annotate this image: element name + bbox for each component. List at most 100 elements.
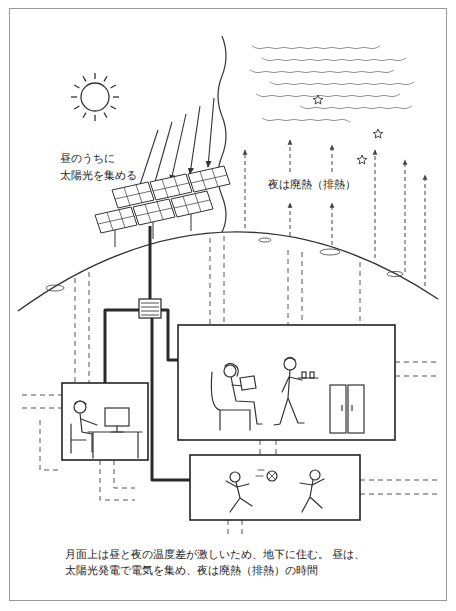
sun xyxy=(74,85,79,88)
heat-arrows xyxy=(245,150,246,228)
sun xyxy=(104,76,107,81)
star xyxy=(357,155,367,164)
sun xyxy=(71,73,119,121)
reading-woman xyxy=(225,364,238,377)
reading-woman xyxy=(211,364,262,431)
office-worker xyxy=(111,426,123,432)
tunnel xyxy=(242,520,243,536)
playing-children xyxy=(269,473,275,479)
playing-children xyxy=(226,470,324,512)
office-worker xyxy=(74,401,86,413)
junction-box xyxy=(141,303,159,315)
tunnel xyxy=(89,272,90,383)
solar-panel xyxy=(95,207,137,233)
star xyxy=(313,95,383,164)
playing-children xyxy=(230,472,240,482)
sunlight-arrows xyxy=(171,114,186,181)
night-sky xyxy=(300,106,412,109)
tunnel xyxy=(360,480,438,481)
walking-man xyxy=(274,358,318,426)
sun xyxy=(111,106,116,109)
sun xyxy=(83,113,86,118)
crater xyxy=(387,272,403,277)
tunnel xyxy=(228,520,229,536)
caption-slot: 月面上は昼と夜の温度差が激しいため、地下に住む。 昼は、太陽光発電で電気を集め、… xyxy=(65,546,380,579)
night-sky xyxy=(262,118,350,122)
junction-box xyxy=(139,299,161,318)
playing-children xyxy=(267,471,277,481)
walking-man xyxy=(284,358,296,370)
sunlight-arrows xyxy=(190,106,200,174)
tunnel xyxy=(114,460,135,488)
walking-man xyxy=(285,358,295,361)
room xyxy=(62,383,148,460)
night-sky xyxy=(250,46,414,122)
locker xyxy=(348,385,364,433)
day-night-divider xyxy=(218,36,226,232)
solar-panel xyxy=(188,166,230,192)
night-sky xyxy=(250,70,394,73)
playing-children xyxy=(300,479,324,485)
office-worker xyxy=(81,419,97,425)
night-sky xyxy=(252,46,380,49)
tunnel xyxy=(100,460,135,500)
solar-panel xyxy=(115,185,151,206)
page-frame xyxy=(10,9,447,601)
junction-box xyxy=(139,299,161,318)
sun xyxy=(71,73,119,121)
tunnel xyxy=(224,236,225,325)
caption: 月面上は昼と夜の温度差が激しいため、地下に住む。 昼は、太陽光発電で電気を集め、… xyxy=(65,546,380,579)
solar-panel xyxy=(153,177,189,198)
solar-panel xyxy=(133,199,175,225)
tunnel xyxy=(360,494,438,495)
heat-arrows xyxy=(290,140,291,172)
moon-surface xyxy=(18,232,438,311)
walking-man xyxy=(310,372,314,378)
tunnel xyxy=(22,408,62,409)
tunnel xyxy=(210,238,211,325)
star xyxy=(373,129,383,138)
tunnel xyxy=(276,440,277,455)
locker xyxy=(330,385,346,433)
crater xyxy=(320,249,340,255)
sun xyxy=(104,113,107,118)
reading-woman xyxy=(231,377,262,424)
sun xyxy=(111,85,116,88)
locker xyxy=(330,385,364,433)
tunnel xyxy=(302,252,303,325)
power-cable xyxy=(149,226,152,300)
solar-panel xyxy=(98,210,134,231)
office-worker xyxy=(105,408,129,426)
room xyxy=(178,325,395,440)
solar-panel xyxy=(136,202,172,223)
room xyxy=(190,455,360,520)
night-sky xyxy=(262,58,406,61)
walking-man xyxy=(282,377,302,392)
office-worker xyxy=(75,401,86,404)
power-cable xyxy=(160,310,178,360)
solar-panel xyxy=(95,207,137,233)
sun xyxy=(74,106,79,109)
walking-man xyxy=(302,372,306,378)
playing-children xyxy=(310,470,320,480)
tunnel xyxy=(40,420,62,470)
sunlight-arrows xyxy=(208,98,214,167)
tunnel xyxy=(260,440,261,455)
sun xyxy=(83,76,86,81)
label-slot: 夜は廃熱（排熱） xyxy=(268,178,356,192)
locker xyxy=(342,405,352,411)
solar-panel xyxy=(133,199,175,225)
sun xyxy=(94,73,95,79)
sun xyxy=(113,96,119,97)
heat-arrows xyxy=(425,175,426,286)
sunlight-note: 昼のうちに 太陽光を集める xyxy=(60,150,136,184)
sun xyxy=(81,83,109,111)
tunnel xyxy=(360,262,361,325)
walking-man xyxy=(298,377,318,378)
reading-woman xyxy=(240,376,256,390)
power-cable xyxy=(105,310,140,383)
heat-note: 夜は廃熱（排熱） xyxy=(268,178,356,192)
playing-children xyxy=(256,470,264,476)
